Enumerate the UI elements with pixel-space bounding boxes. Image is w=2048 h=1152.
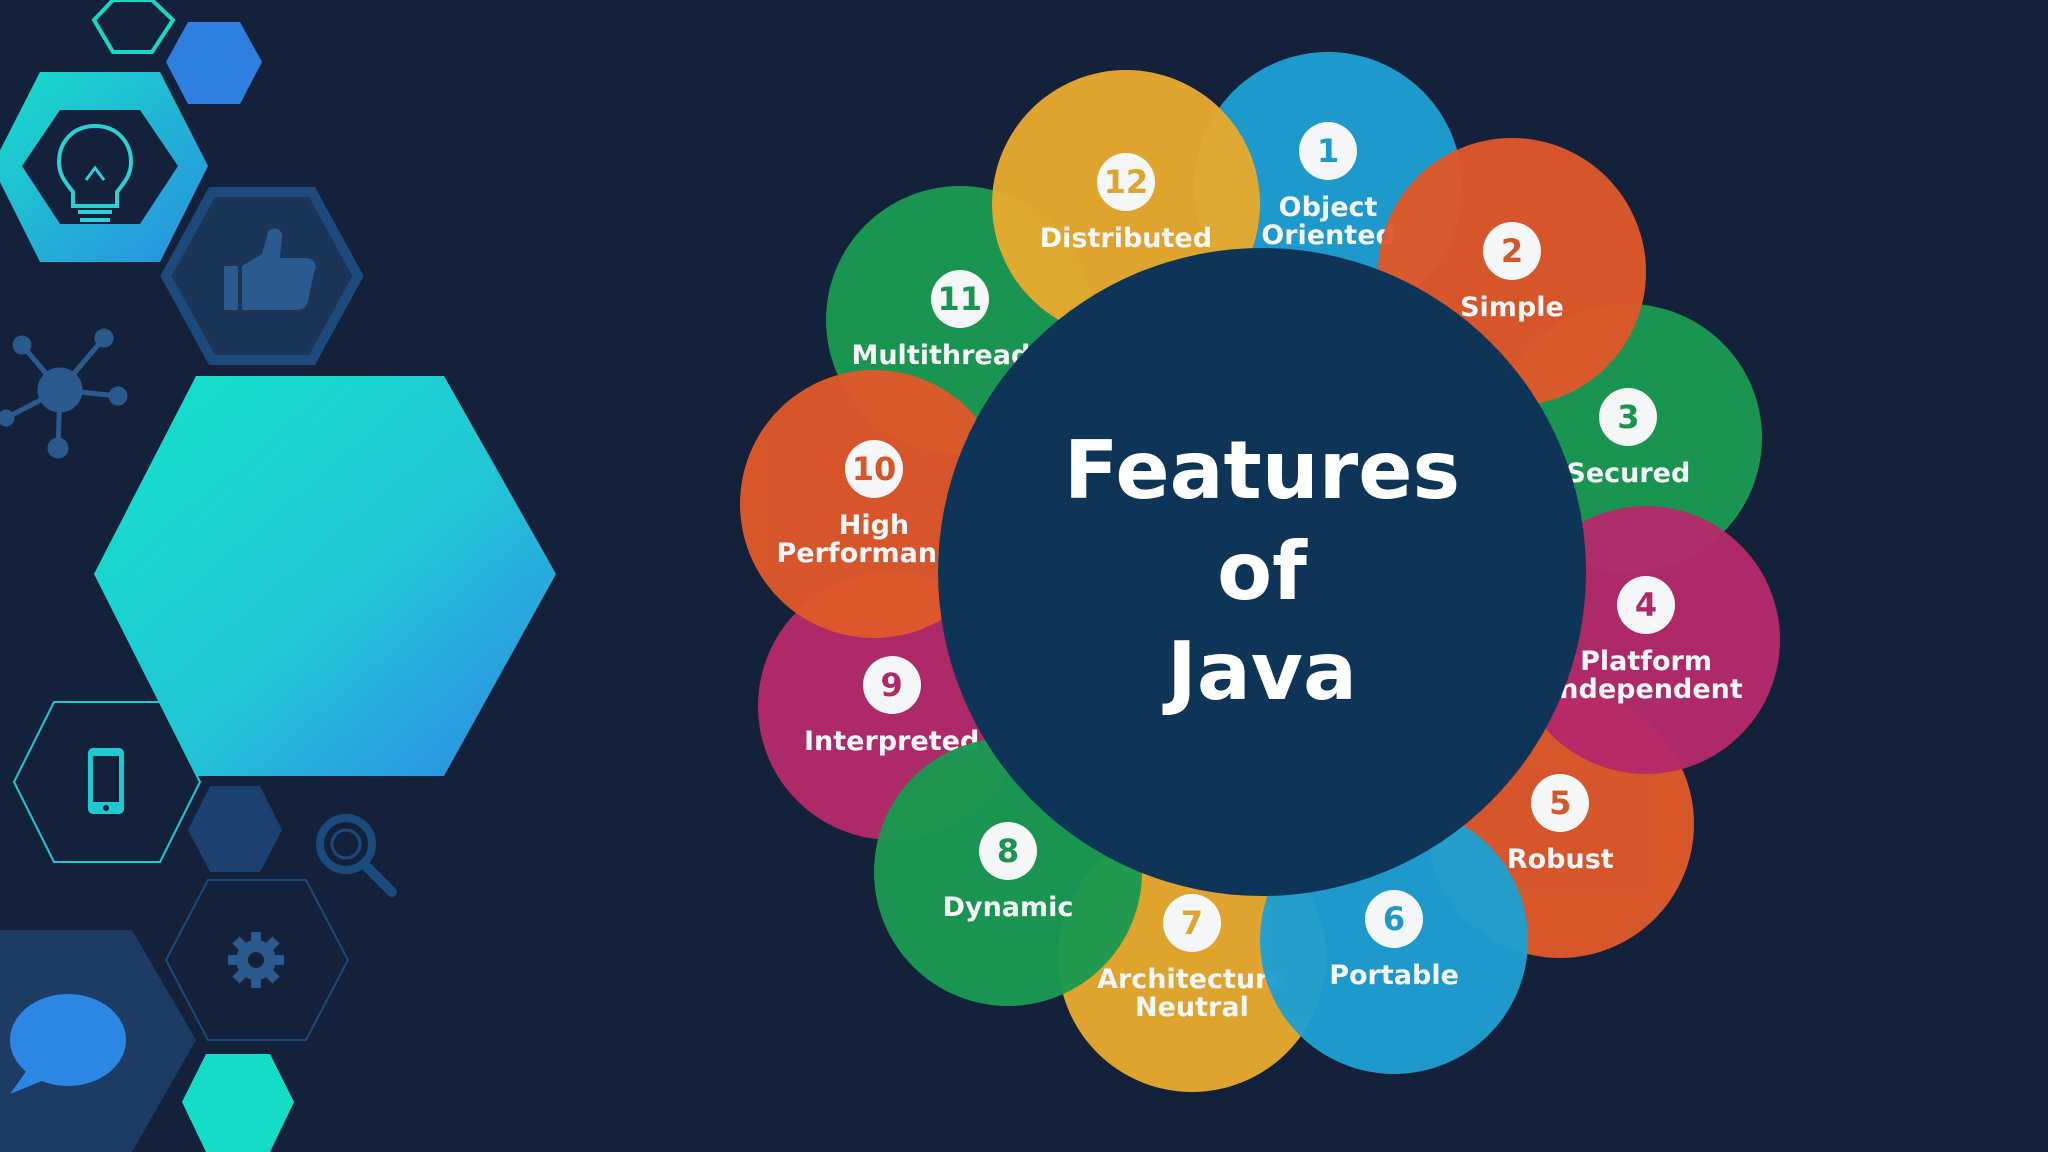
feature-label: Robust — [1506, 843, 1614, 875]
feature-label: Dynamic — [942, 892, 1074, 924]
chat-bubble-icon — [0, 930, 196, 1152]
feature-number-badge: 12 — [1096, 153, 1155, 212]
feature-number-badge: 11 — [930, 269, 989, 328]
feature-number-badge: 1 — [1299, 121, 1358, 180]
phone-icon — [12, 701, 202, 863]
gear-icon — [164, 879, 350, 1041]
feature-number-badge: 3 — [1599, 387, 1658, 446]
network-icon — [0, 328, 128, 459]
feature-label: Platform Independent — [1549, 645, 1743, 706]
thumbs-up-icon — [160, 187, 364, 365]
feature-number-badge: 10 — [844, 439, 903, 498]
hexagon-decoration — [0, 0, 556, 1152]
center-circle: Features of Java — [938, 248, 1586, 896]
title-line-3: Java — [1167, 625, 1357, 719]
feature-label: Distributed — [1039, 223, 1213, 255]
title-line-1: Features — [1063, 423, 1461, 517]
search-icon — [316, 814, 397, 897]
feature-number-badge: 2 — [1482, 221, 1541, 280]
feature-number-badge: 9 — [862, 655, 921, 714]
feature-label: Simple — [1460, 291, 1564, 323]
feature-number-badge: 7 — [1162, 893, 1221, 952]
feature-label: Object Oriented — [1261, 191, 1395, 251]
feature-number-badge: 4 — [1617, 575, 1676, 634]
feature-number-badge: 5 — [1531, 773, 1590, 832]
feature-label: Secured — [1566, 457, 1691, 489]
feature-number-badge: 8 — [979, 822, 1038, 881]
title-line-2: of — [1217, 524, 1307, 618]
feature-label: Architecture Neutral — [1097, 963, 1287, 1024]
feature-number-badge: 6 — [1365, 890, 1424, 949]
feature-label: Portable — [1329, 960, 1459, 992]
lightbulb-icon — [0, 72, 208, 262]
